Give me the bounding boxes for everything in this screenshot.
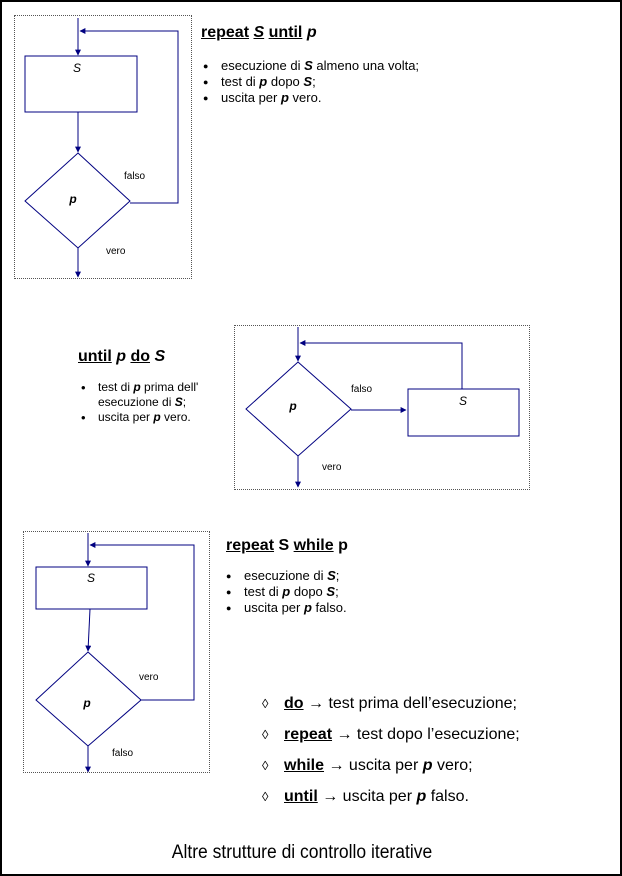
d2-title-kw2: do — [130, 348, 150, 365]
d3-true-label: vero — [139, 672, 159, 683]
d3-title-p: p — [338, 537, 348, 554]
list-item: test di p dopo S; — [224, 584, 347, 600]
d1-title-p: p — [306, 24, 317, 41]
list-item: esecuzione di S almeno una volta; — [201, 58, 419, 74]
d2-false-label: falso — [351, 384, 373, 395]
d2-cond-diamond — [245, 361, 352, 457]
d3-block-label: S — [87, 571, 95, 585]
d1-cond-diamond — [24, 152, 131, 249]
d3-title-kw1: repeat — [226, 537, 275, 554]
d2-loop-back — [299, 340, 463, 389]
d2-bullets: test di p prima dell'esecuzione di S; us… — [78, 380, 198, 425]
d3-title-kw2: while — [293, 537, 334, 554]
d2-title-p: p — [116, 348, 126, 365]
d3-block-s — [35, 566, 148, 610]
d2-block-s — [407, 388, 520, 437]
d3-title-s: S — [278, 537, 290, 554]
d1-block-label: S — [73, 61, 81, 75]
d1-block-s — [24, 55, 138, 113]
d2-block-label: S — [459, 394, 467, 408]
diagram2-frame — [234, 325, 530, 490]
d2-cond-label: p — [288, 399, 296, 413]
rule-row-while: ◊while → uscita per p vero; — [262, 750, 520, 781]
page-caption: Altre strutture di controllo iterative — [171, 842, 433, 863]
d1-true-label: vero — [106, 246, 126, 257]
d1-title-kw1: repeat — [201, 24, 250, 41]
list-item: uscita per p vero. — [78, 410, 198, 425]
d1-bullets: esecuzione di S almeno una volta; test d… — [201, 58, 419, 106]
d2-true-label: vero — [322, 462, 342, 473]
d2-title-s: S — [154, 348, 166, 365]
d3-false-label: falso — [112, 748, 134, 759]
rule-row-do: ◊do → test prima dell’esecuzione; — [262, 688, 520, 719]
d3-true-loop — [89, 542, 195, 701]
d1-false-label: falso — [124, 171, 146, 182]
list-item: uscita per p falso. — [224, 600, 347, 616]
lozenge-icon: ◊ — [262, 789, 269, 804]
lozenge-icon: ◊ — [262, 696, 269, 711]
list-item: test di p prima dell'esecuzione di S; — [78, 380, 198, 410]
list-item: test di p dopo S; — [201, 74, 419, 90]
d1-title-s: S — [253, 24, 265, 41]
list-item: esecuzione di S; — [224, 568, 347, 584]
diagram1-frame — [14, 15, 192, 279]
d3-cond-label: p — [82, 696, 90, 710]
d1-title: repeat S until p — [201, 24, 317, 42]
d2-title-kw1: until — [78, 348, 112, 365]
lozenge-icon: ◊ — [262, 758, 269, 773]
lozenge-icon: ◊ — [262, 727, 269, 742]
d1-false-loop — [79, 28, 179, 204]
d3-bullets: esecuzione di S; test di p dopo S; uscit… — [224, 568, 347, 616]
d1-title-kw2: until — [268, 24, 303, 41]
d1-cond-label: p — [68, 192, 76, 206]
diagram3-frame — [23, 531, 210, 773]
d3-title: repeat S while p — [226, 537, 348, 555]
d3-s-to-p — [85, 608, 92, 652]
keyword-rules: ◊do → test prima dell’esecuzione; ◊repea… — [262, 688, 520, 812]
d2-title: until p do S — [78, 348, 165, 366]
list-item: uscita per p vero. — [201, 90, 419, 106]
rule-row-until: ◊until → uscita per p falso. — [262, 781, 520, 812]
rule-row-repeat: ◊repeat → test dopo l’esecuzione; — [262, 719, 520, 750]
